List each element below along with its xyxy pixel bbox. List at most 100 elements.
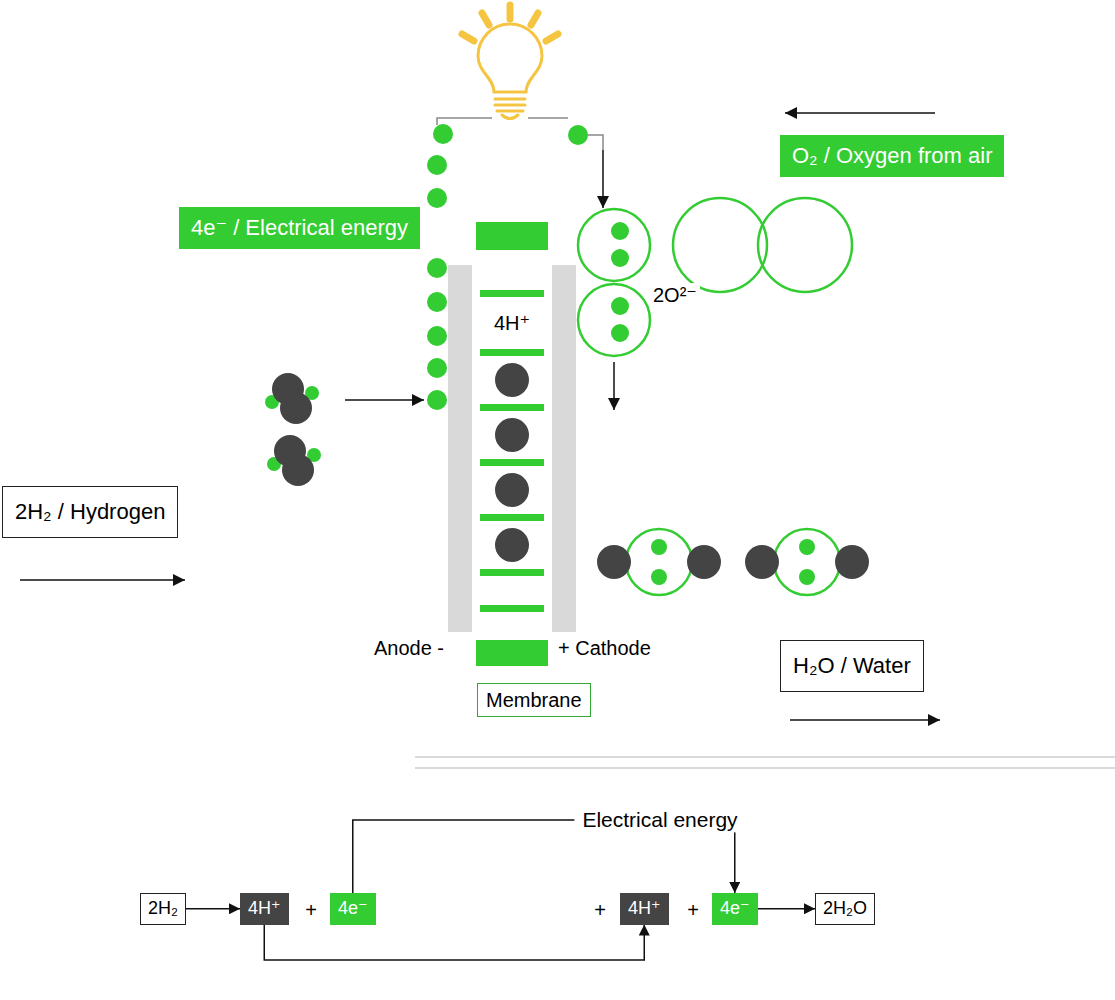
hydrogen-molecule xyxy=(265,373,319,424)
electron-box: 4e⁻ xyxy=(712,893,758,925)
membrane-bar xyxy=(480,605,544,612)
oxygen-ion xyxy=(578,284,650,356)
electron xyxy=(568,125,588,145)
bulb-ray xyxy=(507,5,514,19)
box-text: Membrane xyxy=(486,688,582,712)
membrane-bar xyxy=(480,349,544,356)
electron xyxy=(427,188,447,208)
bulb-base xyxy=(495,98,525,101)
hydrogen-atom xyxy=(280,392,312,424)
box-text: 4H⁺ xyxy=(628,898,661,920)
connector-arrow xyxy=(186,908,240,910)
connector-label: Electrical energy xyxy=(574,807,745,832)
ion-label: 2O²⁻ xyxy=(650,283,700,307)
membrane-bar xyxy=(480,459,544,466)
box-text: 2H₂ xyxy=(148,898,178,920)
oxygen-box: O₂ / Oxygen from air xyxy=(780,135,1004,177)
hydrogen-box: 2H₂ / Hydrogen xyxy=(2,486,178,538)
water-oxygen xyxy=(626,529,692,595)
cathode-plate xyxy=(552,265,576,632)
electron xyxy=(611,297,629,315)
membrane-bar xyxy=(480,569,544,576)
proton-box: 4H⁺ xyxy=(240,893,289,925)
bulb-ray xyxy=(546,34,558,41)
circuit-wire xyxy=(528,117,568,119)
electron xyxy=(651,569,667,585)
membrane-bar xyxy=(476,640,548,666)
box-text: H₂O / Water xyxy=(793,653,911,679)
box-text: 4e⁻ xyxy=(720,898,750,920)
electron xyxy=(799,539,815,555)
box-text: O₂ / Oxygen from air xyxy=(792,143,992,169)
electron xyxy=(427,390,447,410)
circuit-wire xyxy=(588,135,603,150)
membrane-bars xyxy=(476,222,548,666)
bulb-ray xyxy=(531,13,538,25)
bulb-tip xyxy=(502,115,518,119)
membrane-bar xyxy=(480,404,544,411)
electron xyxy=(651,539,667,555)
bulb-base xyxy=(495,104,525,107)
hydrogen-molecule xyxy=(267,435,321,486)
oxygen-atom xyxy=(673,198,767,292)
oxygen-atom xyxy=(758,198,852,292)
box-text: 2H₂O xyxy=(823,898,867,920)
bulb-glass xyxy=(478,24,542,92)
proton xyxy=(495,528,529,562)
bulb-ray xyxy=(462,34,474,41)
electron xyxy=(427,358,447,378)
bulb-base xyxy=(497,110,523,113)
anode-plate xyxy=(448,265,472,632)
membrane-bar xyxy=(480,514,544,521)
water-oxygen xyxy=(774,529,840,595)
electron xyxy=(799,569,815,585)
hydrogen-flow-arrow xyxy=(20,579,185,581)
electron-box: 4e⁻ xyxy=(330,893,376,925)
ion-label: 4H⁺ xyxy=(491,311,533,335)
hydrogen-atom xyxy=(597,545,631,579)
water-molecule xyxy=(745,529,869,595)
hydrogen-arrow xyxy=(345,399,424,401)
oxygen-ion-ring xyxy=(578,284,650,356)
energy-box: 4e⁻ / Electrical energy xyxy=(179,207,420,249)
electron xyxy=(611,222,629,240)
hydrogen-atom xyxy=(282,454,314,486)
proton-box: 4H⁺ xyxy=(620,893,669,925)
water-flow-arrow xyxy=(790,719,940,721)
membrane-bar xyxy=(476,222,548,250)
water-box: H₂O / Water xyxy=(780,640,924,692)
formula-box: 2H₂O xyxy=(815,893,875,925)
electron xyxy=(427,155,447,175)
hydrogen-atom xyxy=(687,545,721,579)
electron-flow-arrow xyxy=(602,150,604,208)
bulb-ray xyxy=(482,13,489,25)
membrane-box: Membrane xyxy=(477,683,591,717)
hydrogen-atom xyxy=(745,545,779,579)
plus-sign: + xyxy=(684,898,702,922)
light-bulb xyxy=(462,5,558,119)
box-text: 4e⁻ / Electrical energy xyxy=(191,215,408,241)
proton xyxy=(495,473,529,507)
oxygen-flow-arrow xyxy=(785,112,935,114)
electron xyxy=(433,124,453,144)
electron xyxy=(427,326,447,346)
electron xyxy=(427,292,447,312)
circuit-wire xyxy=(437,118,492,125)
membrane-bar xyxy=(480,290,544,297)
separator-line xyxy=(415,756,1115,758)
plus-sign: + xyxy=(302,898,320,922)
electrode-label: Anode - xyxy=(371,636,447,660)
connector-arrow xyxy=(264,925,644,960)
protons xyxy=(495,363,529,562)
box-text: 2H₂ / Hydrogen xyxy=(15,499,165,525)
proton xyxy=(495,418,529,452)
hydrogen-atom xyxy=(835,545,869,579)
box-text: 4e⁻ xyxy=(338,898,368,920)
proton xyxy=(495,363,529,397)
plus-sign: + xyxy=(591,898,609,922)
oxygen-ion xyxy=(578,209,650,281)
electron xyxy=(611,249,629,267)
oxygen-ion-ring xyxy=(578,209,650,281)
formula-box: 2H₂ xyxy=(140,893,186,925)
